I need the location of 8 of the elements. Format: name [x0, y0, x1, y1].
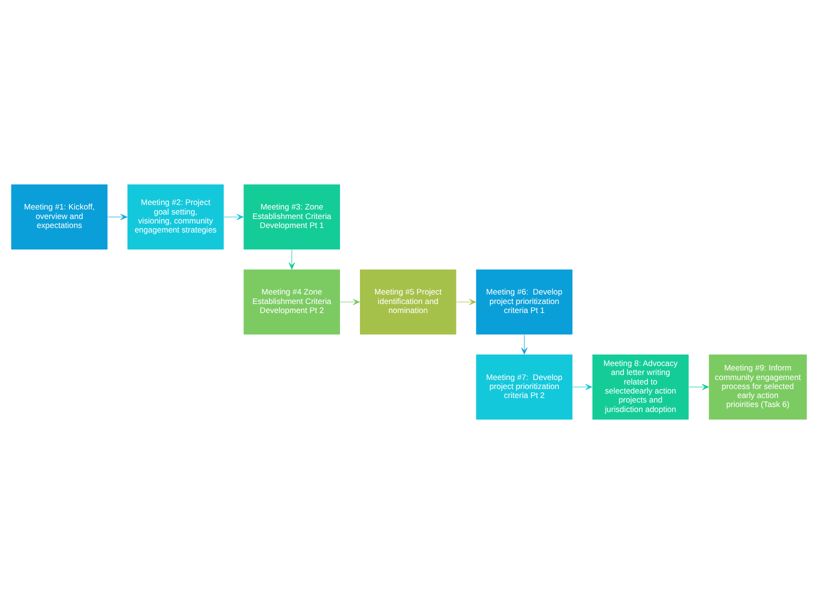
arrow [288, 249, 295, 269]
arrow [521, 334, 528, 354]
arrow [572, 383, 592, 390]
arrow [456, 298, 476, 305]
arrow [224, 213, 244, 220]
arrow [688, 383, 709, 390]
arrow [108, 213, 128, 220]
arrow [340, 298, 360, 305]
